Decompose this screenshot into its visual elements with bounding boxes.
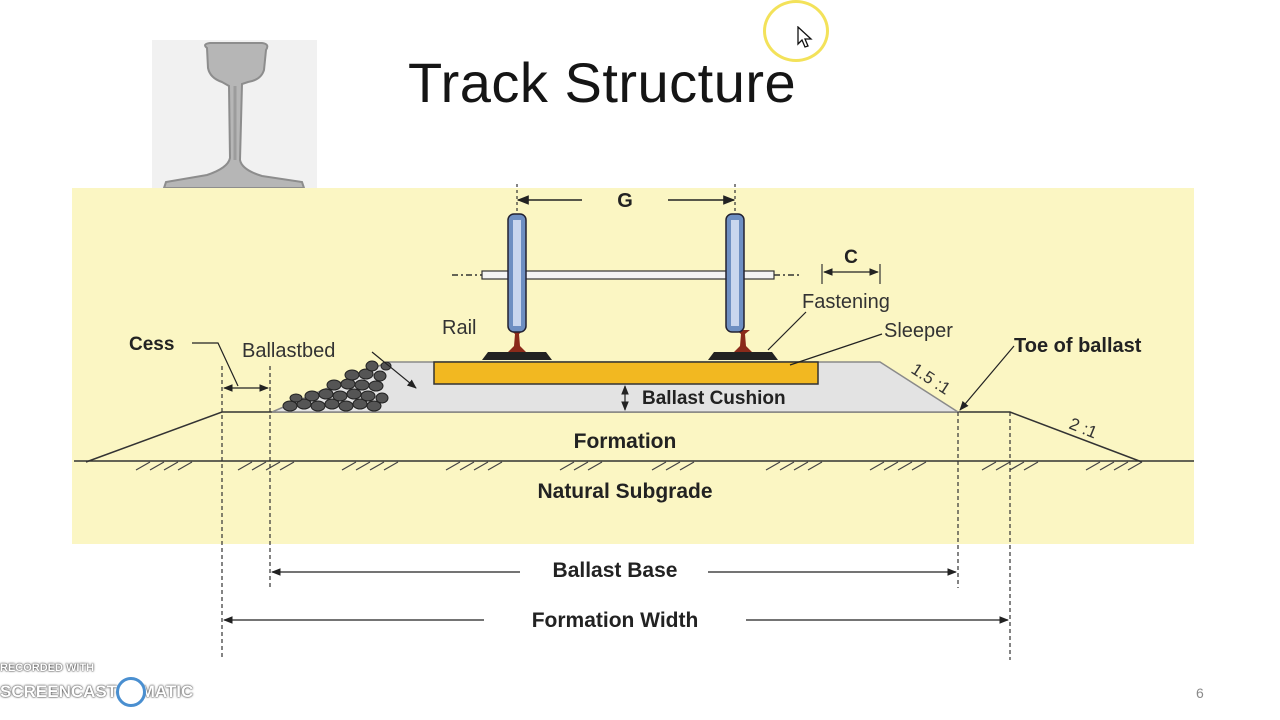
axle <box>481 270 775 280</box>
rail-left <box>482 330 552 360</box>
cess-label: Cess <box>129 334 174 355</box>
rail-label: Rail <box>442 317 476 339</box>
ground-hatching <box>135 461 1143 471</box>
ballast-base-label: Ballast Base <box>553 559 678 582</box>
ballastbed-label: Ballastbed <box>242 340 335 362</box>
screencast-logo-icon <box>116 677 146 707</box>
cursor-highlight <box>763 0 829 62</box>
fastening-label: Fastening <box>802 291 890 313</box>
formation-width-label: Formation Width <box>532 609 699 632</box>
watermark-line2: SCREENCAST-O-MATIC <box>0 682 194 701</box>
slide-number: 6 <box>1196 685 1204 701</box>
ballast-cushion-label: Ballast Cushion <box>642 388 786 409</box>
watermark-line1: RECORDED WITH <box>0 662 95 674</box>
ballast-stones <box>282 360 392 412</box>
sleeper-label: Sleeper <box>884 320 953 342</box>
clearance-label: C <box>844 247 858 268</box>
wheel-left <box>507 213 527 333</box>
screencast-watermark: RECORDED WITH SCREENCAST-O-MATIC <box>0 660 230 720</box>
natural-subgrade-label: Natural Subgrade <box>537 480 712 503</box>
rail-right <box>708 330 778 360</box>
formation-label: Formation <box>574 430 677 453</box>
sleeper <box>433 361 819 385</box>
toe-of-ballast-label: Toe of ballast <box>1014 335 1142 357</box>
gauge-label: G <box>617 190 633 212</box>
mouse-pointer-icon <box>797 25 813 55</box>
rail-section-image <box>152 40 317 190</box>
slide-title: Track Structure <box>408 51 797 114</box>
wheel-right <box>725 213 745 333</box>
